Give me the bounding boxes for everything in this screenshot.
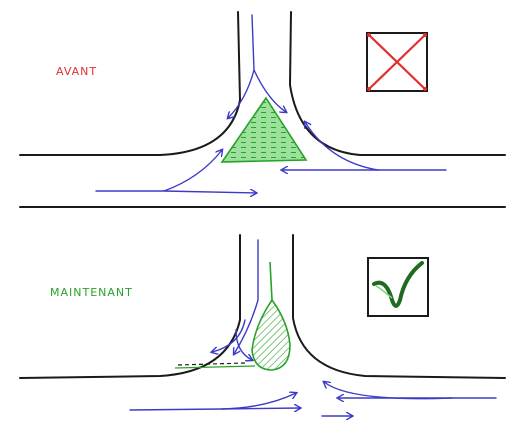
before-road-right-curb bbox=[289, 11, 506, 156]
after-panel: MAINTENANT bbox=[19, 234, 506, 416]
before-road-left-curb bbox=[19, 11, 241, 156]
after-island-tail bbox=[174, 261, 273, 369]
before-traffic-island bbox=[220, 96, 308, 163]
before-panel: AVANT bbox=[19, 11, 506, 208]
after-traffic-island bbox=[251, 298, 291, 371]
after-traffic-arrows bbox=[129, 239, 497, 416]
after-road-right-curb bbox=[292, 234, 506, 379]
after-label: MAINTENANT bbox=[50, 286, 133, 299]
after-road-left-curb bbox=[19, 234, 241, 379]
checkmark-icon bbox=[367, 257, 429, 317]
before-traffic-arrows bbox=[95, 14, 447, 193]
cross-icon bbox=[366, 32, 428, 92]
before-label: AVANT bbox=[56, 65, 97, 78]
